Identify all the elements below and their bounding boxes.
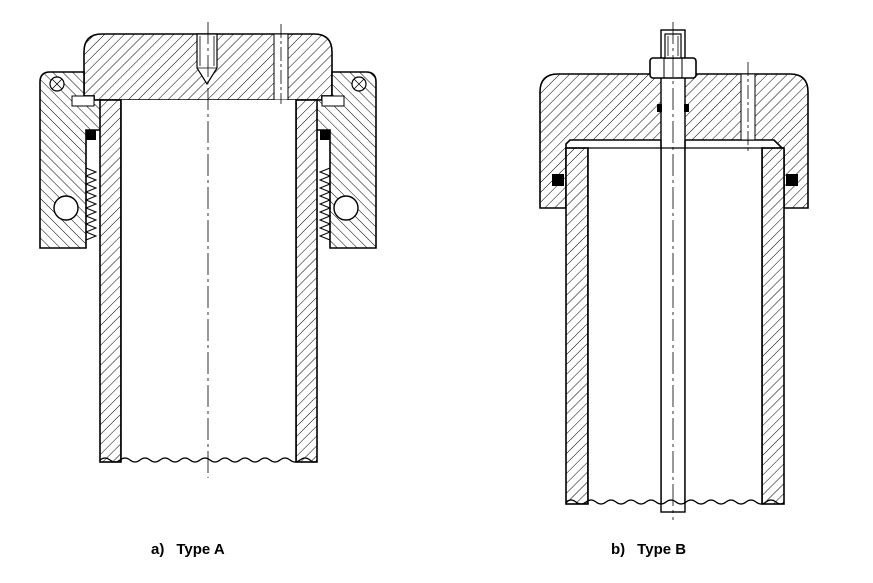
- type-b-tube-wall-left: [565, 147, 589, 505]
- type-a-thread-right: [318, 167, 332, 241]
- caption-a-letter: a): [151, 541, 165, 558]
- type-a-o-ring-right: [320, 130, 330, 140]
- caption-type-a: a) Type A: [151, 541, 225, 558]
- type-a-drawing: [39, 22, 377, 478]
- type-b-drawing: [539, 22, 809, 520]
- caption-b-letter: b): [611, 541, 626, 558]
- type-b-o-ring-left: [552, 174, 564, 186]
- type-b-vent-channel: [740, 73, 756, 141]
- type-a-screw-hole: [196, 33, 218, 86]
- type-a-o-ring-left: [86, 130, 96, 140]
- caption-type-b: b) Type B: [611, 541, 686, 558]
- type-b-o-ring-right: [786, 174, 798, 186]
- type-a-break-line: [99, 457, 318, 463]
- caption-b-text: Type B: [637, 541, 687, 558]
- caption-a-text: Type A: [176, 541, 225, 558]
- type-a-tube-wall-right: [295, 99, 318, 463]
- type-a-tube-wall-left: [99, 99, 122, 463]
- type-a-hole-right: [333, 195, 359, 221]
- type-b-break-line: [565, 499, 785, 505]
- type-a-thread-left: [84, 167, 98, 241]
- type-b-tube-wall-right: [761, 147, 785, 505]
- type-a-hole-left: [53, 195, 79, 221]
